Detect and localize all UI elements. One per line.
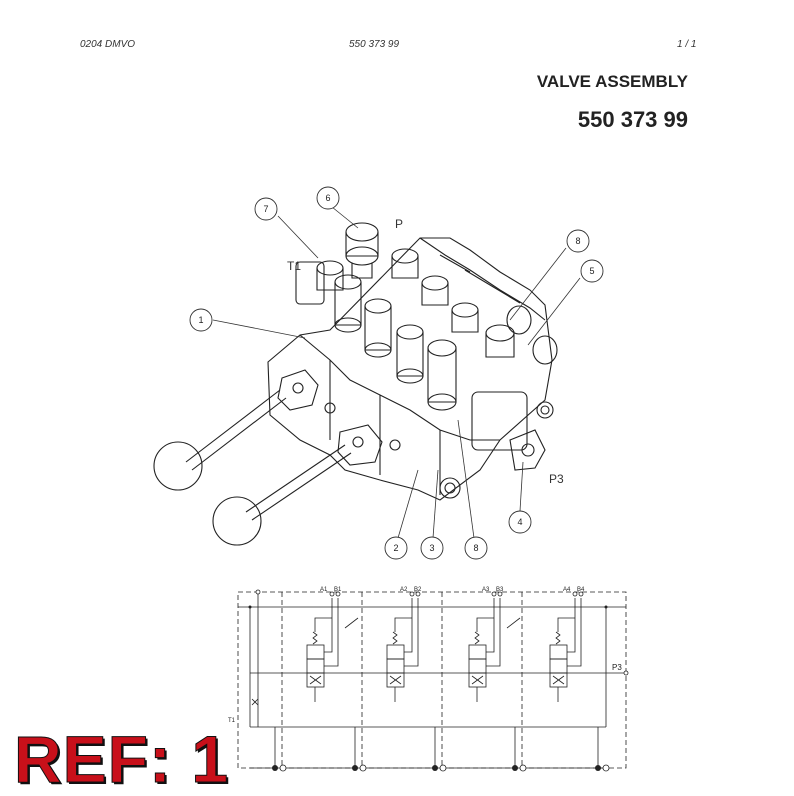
callout-number: 5 — [589, 266, 594, 276]
part-number: 550 373 99 — [577, 107, 688, 132]
callout-bubble — [464, 536, 488, 560]
port-label: A1 — [320, 587, 328, 593]
callout-bubble — [316, 186, 340, 210]
callout-bubble — [420, 536, 444, 560]
spool-valve-section-2 — [386, 598, 419, 702]
valve-isometric-drawing — [153, 222, 558, 546]
page-number: 1 / 1 — [677, 39, 697, 50]
fitting-top-4 — [451, 302, 479, 333]
callout-number: 8 — [575, 236, 580, 246]
control-lever-2 — [212, 444, 352, 546]
hydraulic-schematic — [237, 589, 629, 772]
callout-number: 2 — [393, 543, 398, 553]
port-label-t1: T1 — [287, 259, 301, 273]
check-mark-x — [251, 698, 259, 706]
document-code: 0204 DMVO — [80, 39, 136, 50]
valve-body — [267, 237, 554, 501]
port-label: A4 — [563, 587, 571, 593]
callout-bubble — [508, 510, 532, 534]
port-label-p3: P3 — [549, 472, 564, 486]
spool-valve-section-3 — [468, 598, 521, 702]
callout-leaders — [212, 206, 581, 539]
callout-bubble — [566, 229, 590, 253]
spool-cap-4 — [427, 339, 457, 411]
callout-number: 4 — [517, 517, 522, 527]
fitting-top-2 — [391, 248, 419, 279]
spool-cap-2 — [364, 298, 392, 358]
control-lever-1 — [153, 389, 287, 491]
lever-linkage-1 — [277, 369, 336, 414]
callout-number: 7 — [263, 204, 268, 214]
port-circles — [255, 589, 629, 772]
spool-valve-section-1 — [306, 598, 359, 702]
reference-label: REF: 1 — [13, 722, 230, 796]
callout-bubble — [189, 308, 213, 332]
schematic-label-t1: T1 — [228, 718, 236, 724]
callout-numbers: 7 6 1 8 5 2 3 8 4 — [198, 193, 594, 553]
port-label-p: P — [395, 217, 403, 231]
fitting-top-1 — [316, 260, 344, 291]
lever-linkage-2 — [337, 424, 401, 466]
side-port-1 — [506, 305, 558, 365]
pressure-port-fitting — [345, 222, 379, 279]
callout-bubble — [254, 197, 278, 221]
callout-number: 6 — [325, 193, 330, 203]
callout-bubbles — [189, 186, 604, 560]
schematic-port-labels: A1 B1 A2 B2 A3 B3 A4 B4 P3 T1 — [228, 587, 622, 724]
schematic-label-p3: P3 — [612, 663, 622, 672]
port-label: B1 — [334, 587, 342, 593]
schematic-frame — [237, 591, 627, 769]
document-title: VALVE ASSEMBLY — [536, 72, 688, 91]
port-label: A2 — [400, 587, 408, 593]
port-label: B2 — [414, 587, 422, 593]
callout-number: 1 — [198, 315, 203, 325]
callout-bubble — [384, 536, 408, 560]
callout-number: 8 — [473, 543, 478, 553]
port-label: A3 — [482, 587, 490, 593]
spool-cap-3 — [396, 324, 424, 384]
spool-cap-1 — [334, 274, 362, 333]
document-number: 550 373 99 — [349, 39, 400, 50]
junction-dots — [248, 605, 608, 771]
port-labels: P T1 P3 — [287, 217, 564, 486]
port-label: B3 — [496, 587, 504, 593]
fitting-top-3 — [421, 275, 449, 306]
callout-number: 3 — [429, 543, 434, 553]
callout-bubble — [580, 259, 604, 283]
port-label: B4 — [577, 587, 585, 593]
spool-valve-section-4 — [549, 598, 582, 702]
